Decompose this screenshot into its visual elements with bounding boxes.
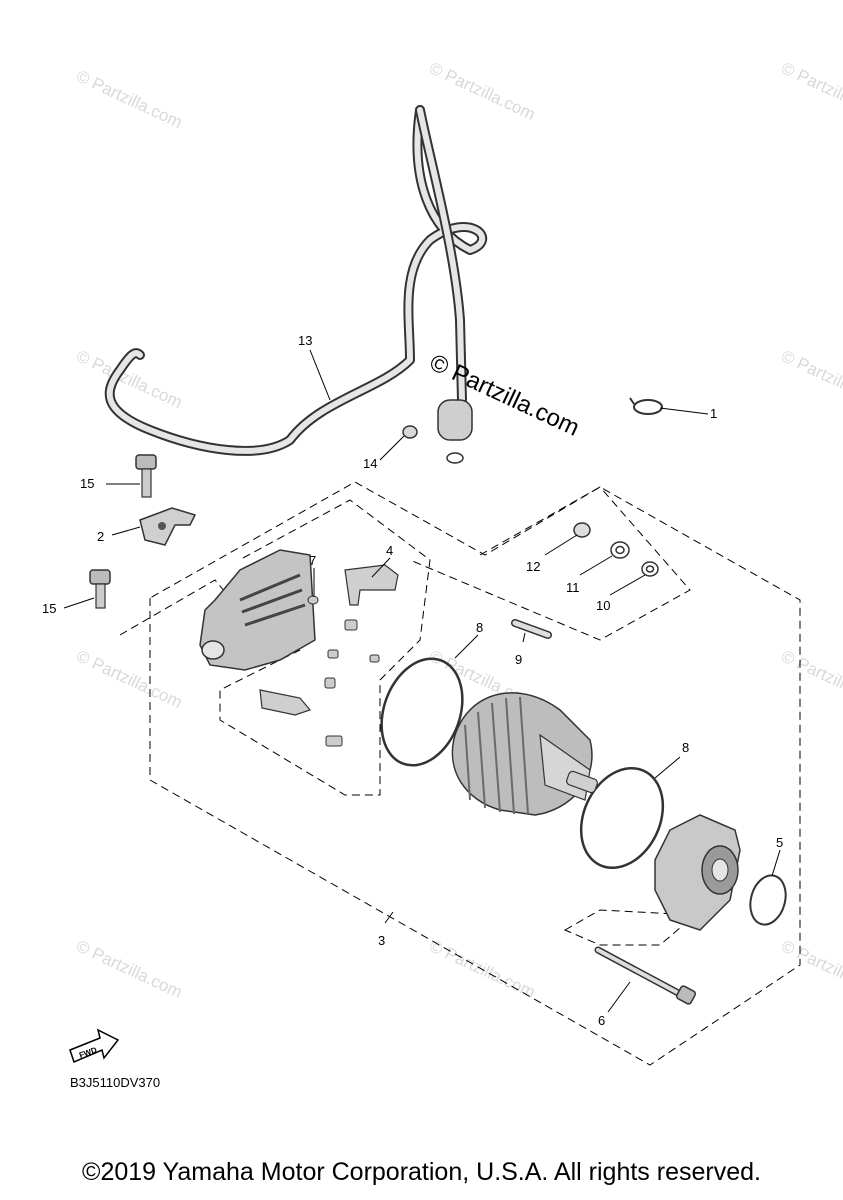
watermark: © Partzilla.com bbox=[778, 646, 843, 712]
callout-15: 15 bbox=[42, 601, 56, 616]
starter-cable bbox=[104, 105, 488, 456]
part-code: B3J5110DV370 bbox=[70, 1075, 160, 1090]
watermark: © Partzilla.com bbox=[426, 58, 538, 124]
watermark: © Partzilla.com bbox=[778, 58, 843, 124]
brush-holder-icon bbox=[344, 564, 399, 606]
fwd-arrow-icon: FWD bbox=[69, 1028, 120, 1064]
bolt-icon bbox=[89, 569, 111, 609]
callouts: 1 2 3 4 5 6 7 8 8 9 10 11 12 13 14 15 15 bbox=[42, 333, 783, 1028]
brush-holder-icon bbox=[259, 689, 312, 716]
callout-2: 2 bbox=[97, 529, 104, 544]
bracket-icon bbox=[139, 507, 197, 546]
bolt-icon bbox=[135, 454, 157, 498]
cable-boot bbox=[437, 399, 473, 464]
washer-icon bbox=[402, 425, 418, 439]
callout-14: 14 bbox=[363, 456, 377, 471]
callout-12: 12 bbox=[526, 559, 540, 574]
callout-1: 1 bbox=[710, 406, 717, 421]
watermark: © Partzilla.com bbox=[73, 646, 185, 712]
callout-7: 7 bbox=[309, 553, 316, 568]
watermark: © Partzilla.com bbox=[73, 936, 185, 1002]
leader-lines bbox=[63, 349, 781, 1013]
o-ring-icon bbox=[380, 657, 464, 767]
watermark: © Partzilla.com bbox=[778, 346, 843, 412]
callout-8: 8 bbox=[476, 620, 483, 635]
armature bbox=[451, 692, 598, 816]
callout-5: 5 bbox=[776, 835, 783, 850]
callout-13: 13 bbox=[298, 333, 312, 348]
callout-4: 4 bbox=[386, 543, 393, 558]
callout-15: 15 bbox=[80, 476, 94, 491]
front-cover bbox=[654, 814, 741, 931]
pin-icon bbox=[511, 619, 552, 639]
watermark: © Partzilla.com bbox=[73, 66, 185, 132]
callout-9: 9 bbox=[515, 652, 522, 667]
callout-6: 6 bbox=[598, 1013, 605, 1028]
clamp-icon bbox=[629, 397, 663, 415]
callout-11: 11 bbox=[566, 580, 580, 595]
callout-8: 8 bbox=[682, 740, 689, 755]
nut-washer-set bbox=[573, 522, 659, 577]
o-ring-icon bbox=[579, 766, 665, 870]
callout-3: 3 bbox=[378, 933, 385, 948]
rear-housing bbox=[199, 549, 316, 671]
small-parts bbox=[307, 595, 380, 747]
copyright-notice: ©2019 Yamaha Motor Corporation, U.S.A. A… bbox=[82, 1158, 761, 1186]
watermark: © Partzilla.com bbox=[778, 936, 843, 1002]
o-ring-icon bbox=[749, 874, 787, 926]
through-bolt-icon bbox=[594, 946, 697, 1005]
callout-10: 10 bbox=[596, 598, 610, 613]
